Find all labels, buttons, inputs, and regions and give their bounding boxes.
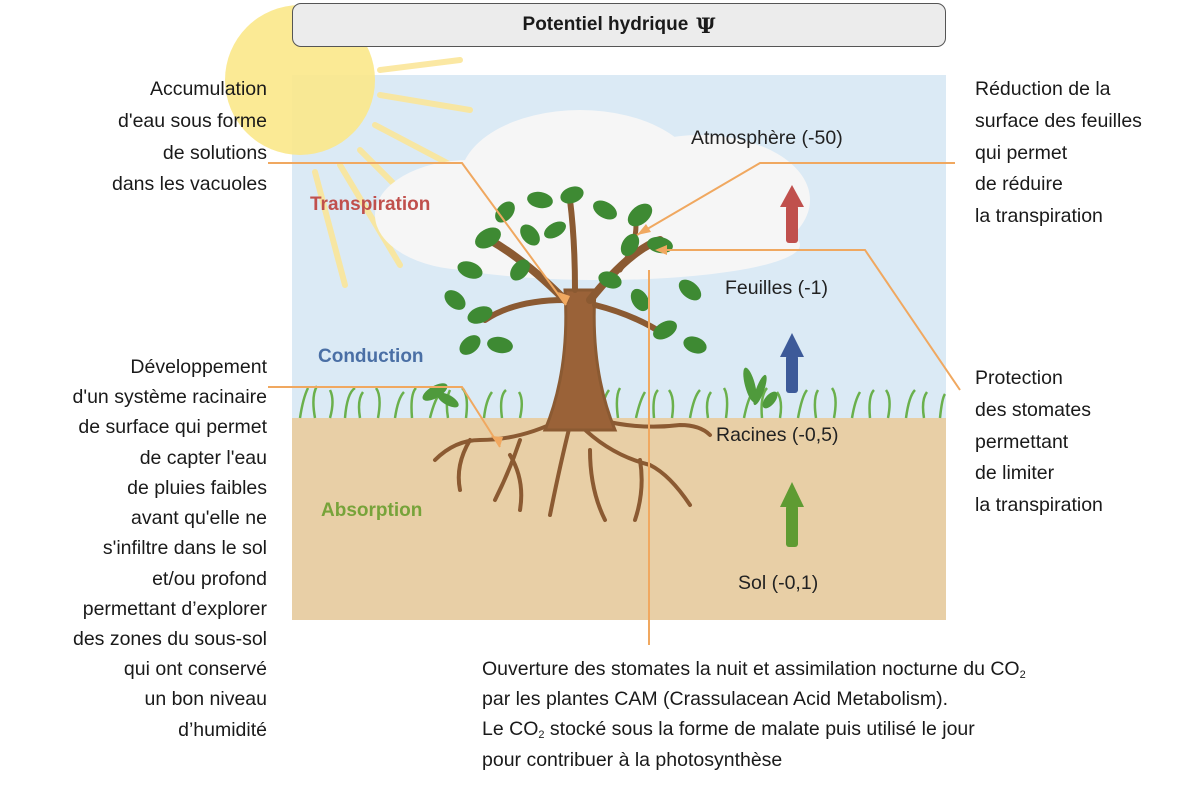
note-cam: Ouverture des stomates la nuit et assimi… [482, 654, 1026, 775]
note-line: d’humidité [178, 718, 267, 741]
diagram-title: Potentiel hydrique Ψ [292, 3, 946, 47]
note-line: des stomates [975, 398, 1091, 421]
note-line: de limiter [975, 462, 1055, 485]
note-line: un bon niveau [144, 688, 267, 711]
cam-line-3-end: stocké sous la forme de malate puis util… [544, 718, 975, 741]
conduction-arrow [780, 333, 804, 393]
absorption-label: Absorption [321, 500, 423, 521]
tree-leaves [444, 186, 707, 355]
leader-line-stomata [660, 249, 961, 391]
note-line: de capter l'eau [139, 446, 267, 469]
transpiration-arrow [780, 185, 804, 243]
note-line: des zones du sous-sol [72, 627, 267, 650]
grass [298, 385, 947, 419]
note-roots: Développement d'un système racinaire de … [73, 352, 267, 745]
note-line: Développement [130, 356, 267, 378]
title-text: Potentiel hydrique [522, 14, 689, 35]
note-line: d'un système racinaire [72, 386, 267, 409]
note-line: de pluies faibles [127, 476, 267, 499]
cam-line-2: par les plantes CAM (Crassulacean Acid M… [482, 688, 949, 711]
note-line: la transpiration [975, 494, 1103, 517]
cam-line-1: Ouverture des stomates la nuit et assimi… [482, 654, 1026, 684]
note-line: de réduire [975, 173, 1063, 196]
note-vacuoles: Accumulation d'eau sous forme de solutio… [112, 74, 267, 201]
small-plants [422, 367, 778, 409]
cam-line-4: pour contribuer à la photosynthèse [482, 748, 783, 771]
note-line: surface des feuilles [975, 109, 1142, 132]
note-leaf-surface: Réduction de la surface des feuilles qui… [975, 74, 1142, 233]
absorption-arrow [780, 482, 804, 547]
note-line: qui permet [975, 141, 1068, 164]
note-line: Protection [975, 367, 1063, 389]
note-line: avant qu'elle ne [131, 507, 267, 530]
leader-line-vacuoles [268, 162, 567, 306]
level-leaves: Feuilles (-1) [725, 277, 828, 299]
note-line: permettant [975, 430, 1069, 453]
conduction-label: Conduction [318, 346, 424, 367]
leader-lines [268, 162, 961, 645]
psi-symbol: Ψ [696, 12, 716, 38]
note-line: qui ont conservé [123, 658, 267, 681]
note-line: Accumulation [149, 78, 267, 100]
cam-line-3-start: Le CO [482, 718, 539, 741]
note-line: s'infiltre dans le sol [102, 537, 267, 560]
note-line: de surface qui permet [78, 416, 267, 439]
note-line: et/ou profond [152, 567, 267, 590]
level-roots: Racines (-0,5) [716, 424, 839, 446]
leader-line-roots [268, 386, 501, 448]
note-line: Réduction de la [975, 78, 1111, 100]
leader-line-leaf-surface [636, 162, 955, 236]
transpiration-label: Transpiration [310, 194, 431, 215]
note-line: dans les vacuoles [111, 173, 267, 196]
note-line: d'eau sous forme [118, 109, 267, 132]
level-soil: Sol (-0,1) [738, 572, 819, 594]
cam-line-1-text: Ouverture des stomates la nuit et assimi… [482, 658, 1020, 680]
cam-line-3: Le CO2 stocké sous la forme de malate pu… [482, 714, 1026, 744]
co2-subscript: 2 [538, 729, 545, 742]
note-line: la transpiration [975, 205, 1103, 228]
note-line: de solutions [162, 141, 267, 164]
note-line: permettant d’explorer [82, 597, 267, 620]
co2-subscript: 2 [1019, 669, 1026, 681]
level-atmosphere: Atmosphère (-50) [691, 127, 843, 149]
note-stomata: Protection des stomates permettant de li… [975, 363, 1103, 522]
